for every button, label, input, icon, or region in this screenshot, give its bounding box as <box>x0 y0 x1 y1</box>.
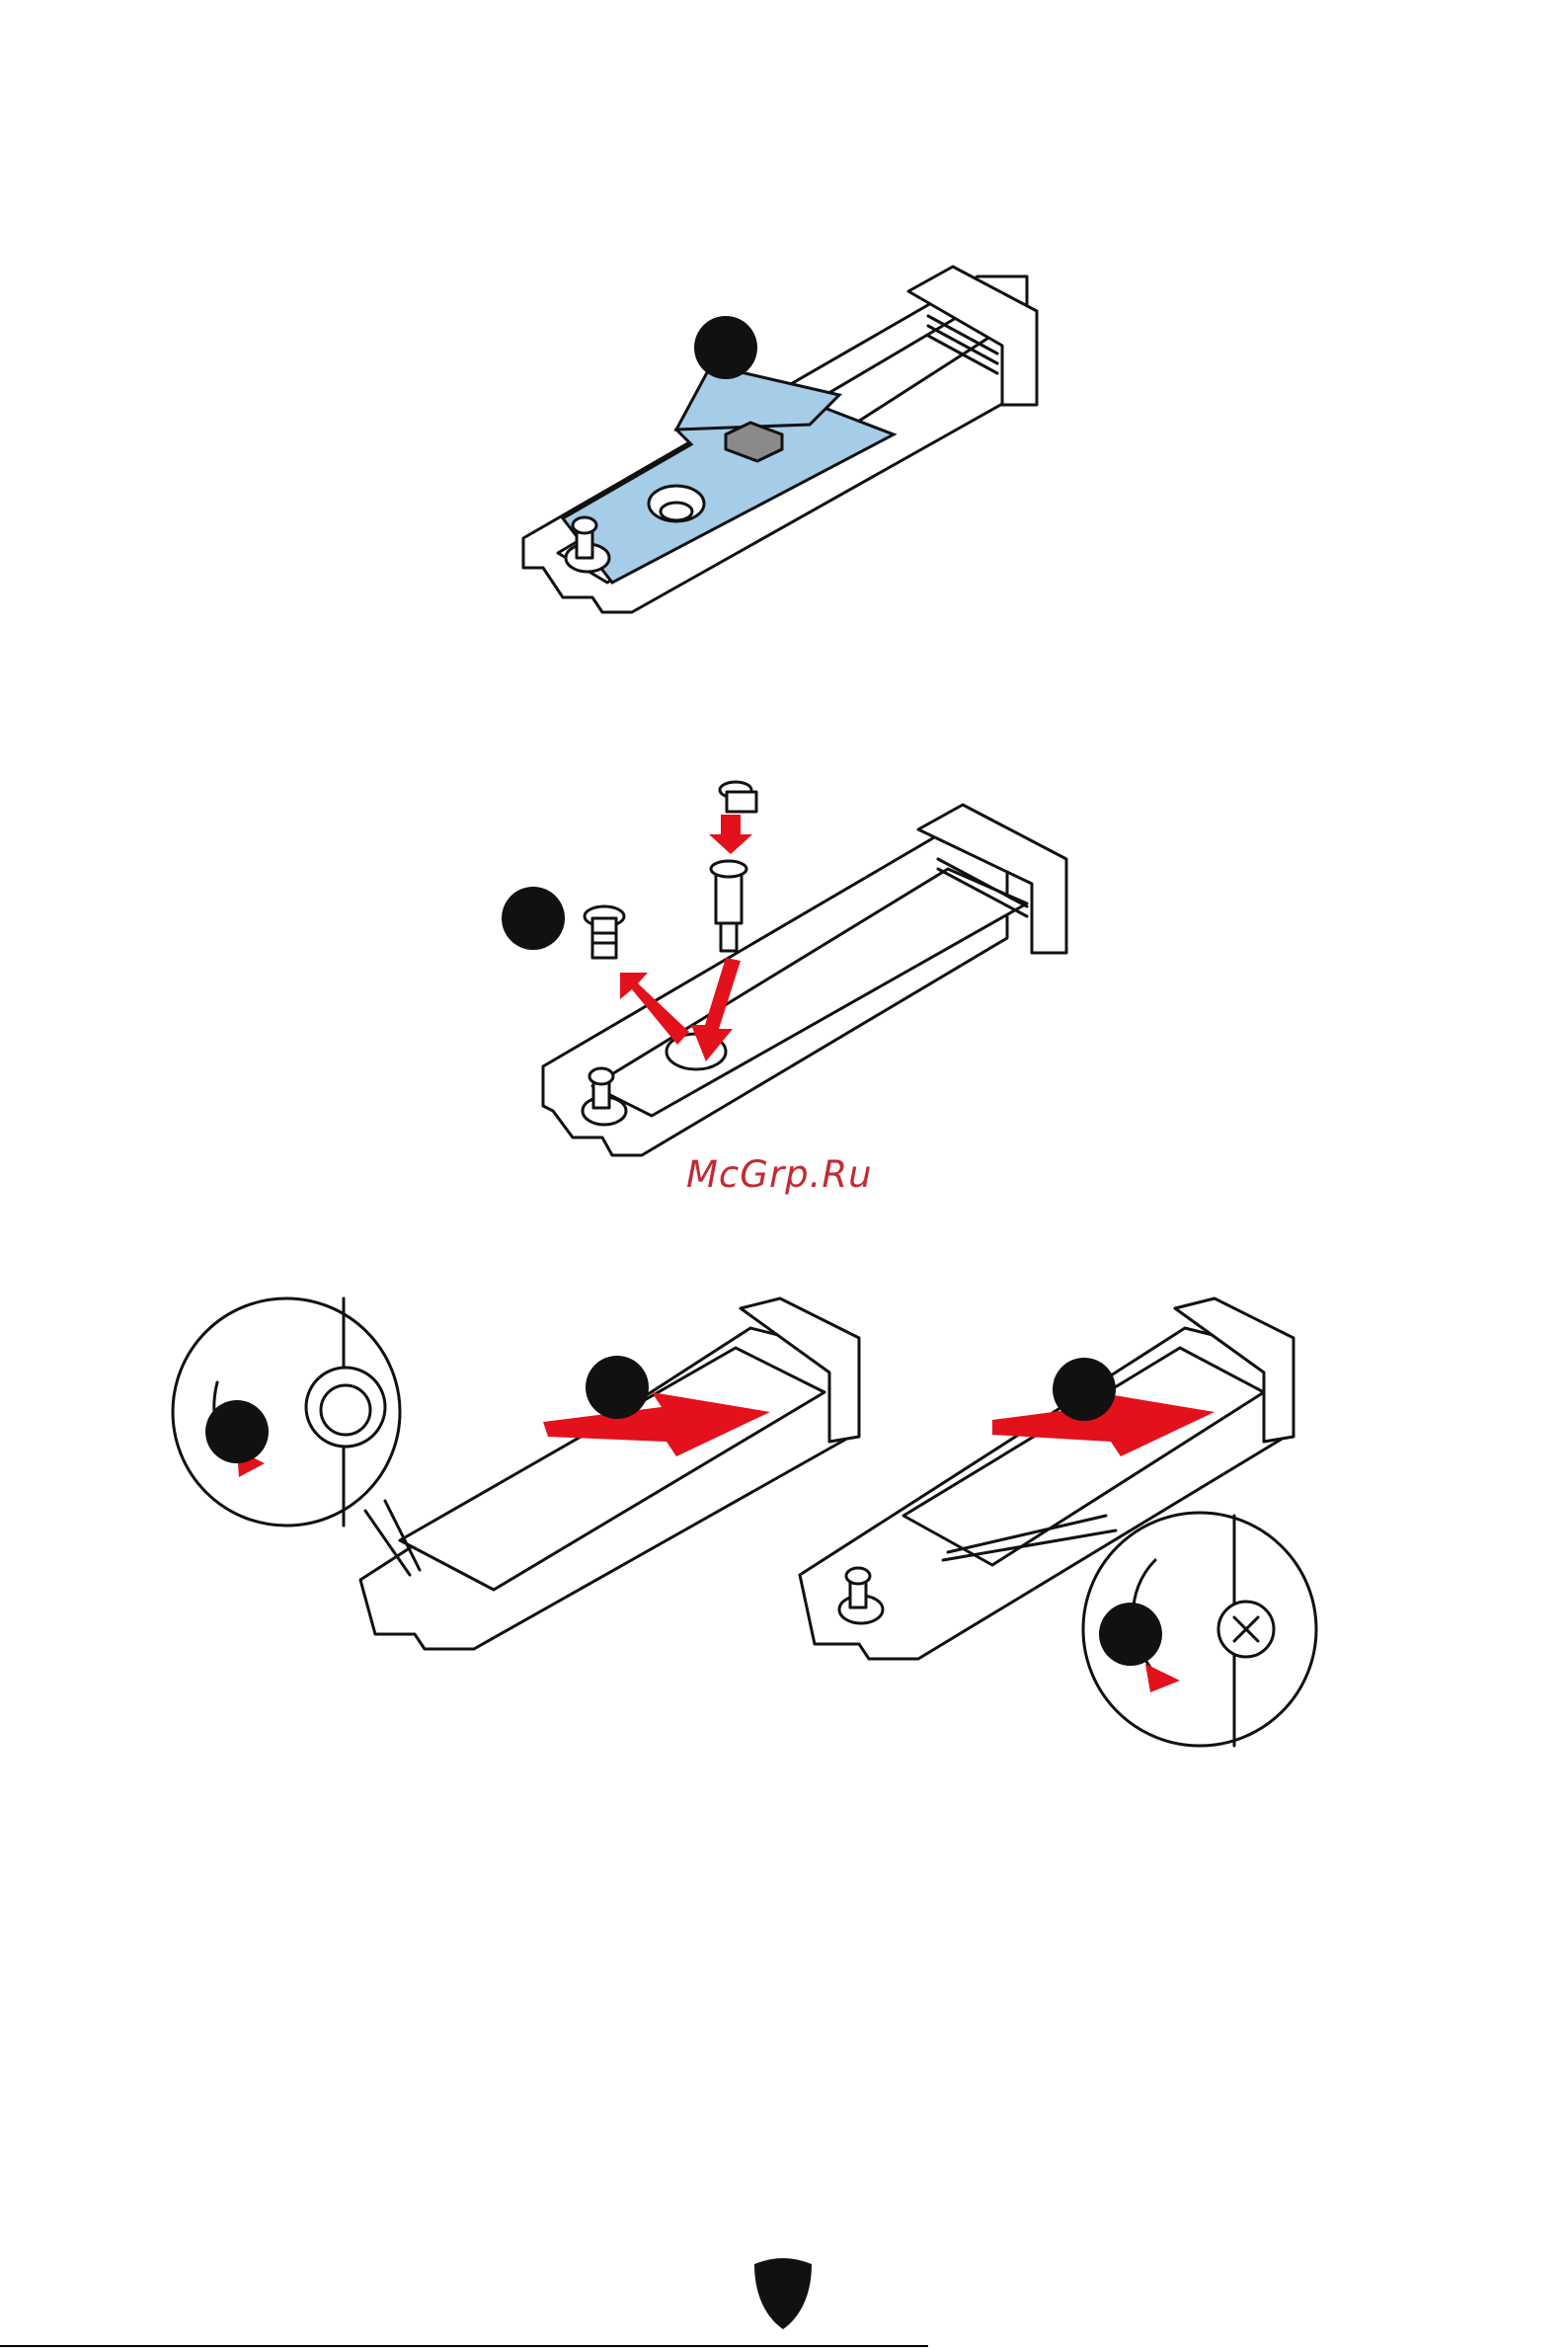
figure-ssd-install-screw <box>790 1294 1343 1767</box>
screw-icon <box>585 906 624 958</box>
shield-logo-icon <box>750 2256 816 2329</box>
standoff-icon <box>711 861 746 951</box>
watermark-text: McGrp.Ru <box>686 1153 873 1196</box>
figure-ssd-install-latch <box>168 1294 899 1659</box>
figure-standoff-swap <box>494 770 1086 1185</box>
step-badge-icon <box>586 1356 649 1419</box>
step-badge-icon <box>205 1400 269 1463</box>
step-badge-icon <box>502 887 565 950</box>
step-badge-icon <box>694 316 757 379</box>
step-badge-icon <box>1099 1603 1162 1666</box>
red-arrow <box>709 815 752 854</box>
step-badge-icon <box>1053 1358 1116 1421</box>
plate-top-surface <box>592 869 1027 1116</box>
footer-rule <box>0 2345 928 2347</box>
figure-thermal-pad-plate <box>513 257 1066 622</box>
screw-icon <box>720 782 756 812</box>
